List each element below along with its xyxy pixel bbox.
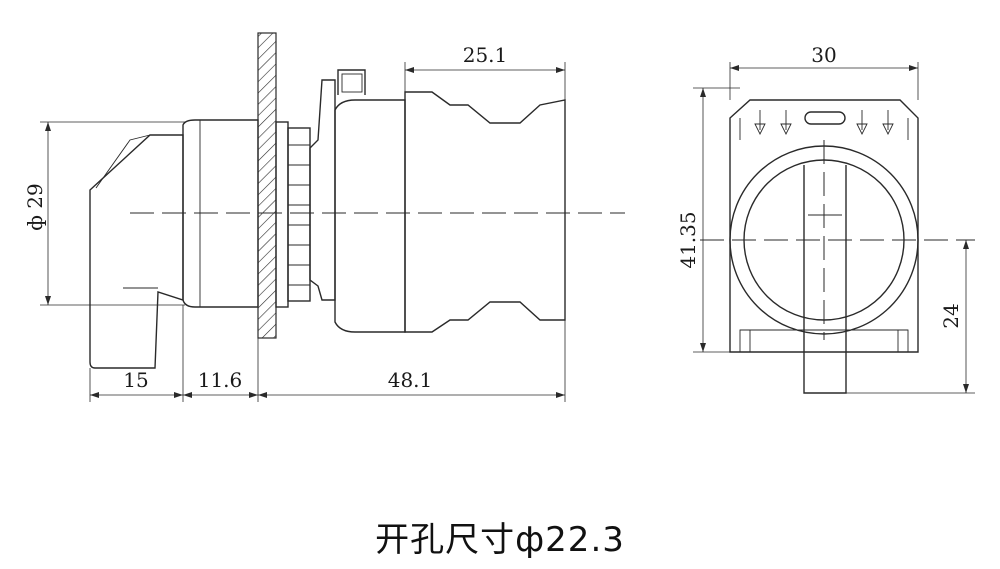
dim-height bbox=[693, 87, 740, 353]
dim-body-len-label: 48.1 bbox=[388, 368, 433, 392]
panel-cutout-caption: 开孔尺寸ф22.3 bbox=[375, 520, 625, 560]
side-nut bbox=[275, 121, 311, 308]
dim-width bbox=[729, 62, 919, 100]
side-bracket bbox=[309, 79, 336, 301]
side-view: 25.1 ф 29 15 11.6 48.1 bbox=[23, 32, 625, 402]
dim-front-len-label: 15 bbox=[123, 368, 148, 392]
dim-diameter bbox=[40, 121, 185, 306]
dim-top-depth bbox=[404, 62, 566, 100]
dim-center-height bbox=[846, 240, 975, 394]
front-arrows bbox=[754, 110, 894, 136]
dim-width-label: 30 bbox=[811, 43, 836, 67]
side-body bbox=[334, 99, 406, 333]
side-contact-block bbox=[404, 91, 566, 333]
front-lever bbox=[803, 165, 847, 394]
dim-diameter-label: ф 29 bbox=[23, 183, 47, 230]
dim-height-label: 41.35 bbox=[676, 211, 700, 268]
dim-center-height-label: 24 bbox=[939, 303, 963, 328]
dim-top-depth-label: 25.1 bbox=[463, 43, 508, 67]
dim-bottom bbox=[89, 305, 566, 402]
side-knob bbox=[89, 134, 184, 369]
front-slot bbox=[804, 111, 846, 125]
front-view: 30 41.35 24 bbox=[676, 43, 975, 394]
side-panel bbox=[257, 32, 277, 339]
dim-flange-len-label: 11.6 bbox=[198, 368, 243, 392]
